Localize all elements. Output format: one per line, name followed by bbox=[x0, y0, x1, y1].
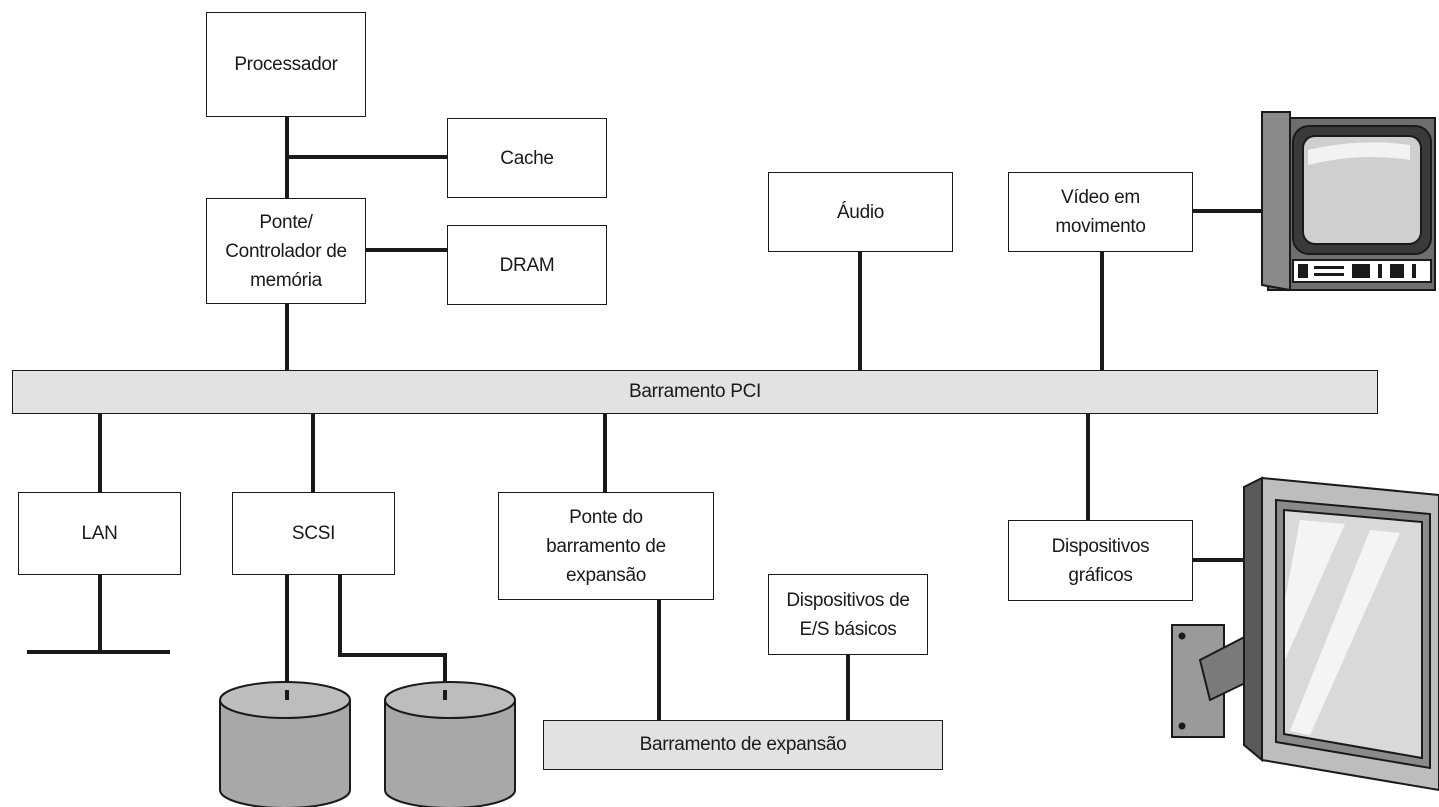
cache-label: Cache bbox=[500, 147, 554, 169]
expansion-bridge-label: Ponte do barramento de expansão bbox=[546, 506, 666, 586]
expansion-bus: Barramento de expansão bbox=[543, 720, 943, 770]
scsi-box: SCSI bbox=[232, 492, 395, 575]
basic-io-box: Dispositivos de E/S básicos bbox=[768, 574, 928, 655]
expansion-bus-label: Barramento de expansão bbox=[639, 734, 847, 755]
scsi-label: SCSI bbox=[291, 523, 336, 544]
wall-mounted-flat-screen-icon bbox=[1171, 476, 1439, 792]
pci-bus-label: Barramento PCI bbox=[628, 381, 762, 402]
dram-box: DRAM bbox=[447, 225, 607, 305]
graphics-box: Dispositivos gráficos bbox=[1008, 520, 1193, 601]
scsi-disk2-line bbox=[338, 575, 447, 690]
processor-label: Processador bbox=[234, 54, 338, 75]
disk-drive-icon bbox=[384, 681, 516, 807]
audio-label: Áudio bbox=[836, 201, 885, 223]
lan-label: LAN bbox=[81, 523, 118, 544]
pci-bus: Barramento PCI bbox=[12, 370, 1378, 414]
audio-box: Áudio bbox=[768, 172, 953, 252]
processor-box: Processador bbox=[206, 12, 366, 117]
memory-bridge-label: Ponte/ Controlador de memória bbox=[225, 211, 347, 291]
disk-drive-icon bbox=[219, 681, 351, 807]
dram-label: DRAM bbox=[499, 254, 555, 276]
basic-io-label: Dispositivos de E/S básicos bbox=[786, 589, 910, 640]
video-label: Vídeo em movimento bbox=[1055, 187, 1146, 237]
graphics-label: Dispositivos gráficos bbox=[1051, 535, 1150, 586]
memory-bridge-box: Ponte/ Controlador de memória bbox=[206, 198, 366, 304]
video-box: Vídeo em movimento bbox=[1008, 172, 1193, 252]
cache-box: Cache bbox=[447, 118, 607, 198]
crt-television-icon bbox=[1261, 111, 1436, 292]
lan-box: LAN bbox=[18, 492, 181, 575]
expansion-bridge-box: Ponte do barramento de expansão bbox=[498, 492, 714, 600]
